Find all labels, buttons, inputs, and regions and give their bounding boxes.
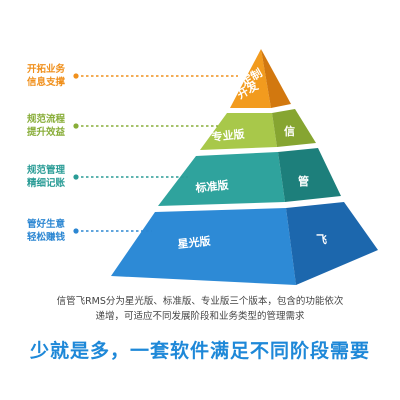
tier-standard-side [278,148,341,202]
connector-dot-4 [73,228,79,234]
tier-custom-side [261,49,291,108]
side-label-business: 开拓业务 信息支撑 [16,63,76,89]
tier-pro-side-char: 信 [284,124,295,138]
tier-pro-front [200,113,277,150]
side-label-line: 开拓业务 [26,64,65,75]
side-label-process: 规范流程 提升效益 [16,113,76,139]
description-line-2: 递增，可适应不同发展阶段和业务类型的管理需求 [95,311,305,322]
side-label-management: 规范管理 精细记账 [16,164,76,190]
tier-pro-side [272,109,316,147]
tier-starlight-side-char: 飞 [316,233,327,246]
connector-dot-3 [73,174,79,180]
tier-starlight-side [286,202,378,285]
tier-standard-front [158,152,285,206]
connector-dot-2 [73,123,79,129]
tier-starlight-label: 星光版 [177,234,211,251]
side-label-line: 轻松赚钱 [26,232,65,243]
side-label-profit: 管好生意 轻松赚钱 [16,218,76,244]
slogan: 少就是多，一套软件满足不同阶段需要 [29,340,370,362]
description-line-1: 信管飞RMS分为星光版、标准版、专业版三个版本，包含的功能依次 [56,296,344,307]
description: 信管飞RMS分为星光版、标准版、专业版三个版本，包含的功能依次 递增，可适应不同… [0,294,400,324]
side-label-line: 管好生意 [26,219,65,230]
side-label-line: 信息支撑 [26,77,65,88]
side-label-line: 规范流程 [26,114,65,125]
side-label-line: 规范管理 [26,165,65,176]
connector-dot-1 [73,73,79,79]
side-label-line: 提升效益 [26,127,65,138]
tier-standard-label: 标准版 [194,178,229,195]
tier-standard-side-char: 管 [298,174,309,188]
tier-starlight-front [111,208,296,285]
tier-pro-label: 专业版 [211,127,245,144]
tier-custom-front [230,49,271,108]
side-label-line: 精细记账 [26,178,65,189]
